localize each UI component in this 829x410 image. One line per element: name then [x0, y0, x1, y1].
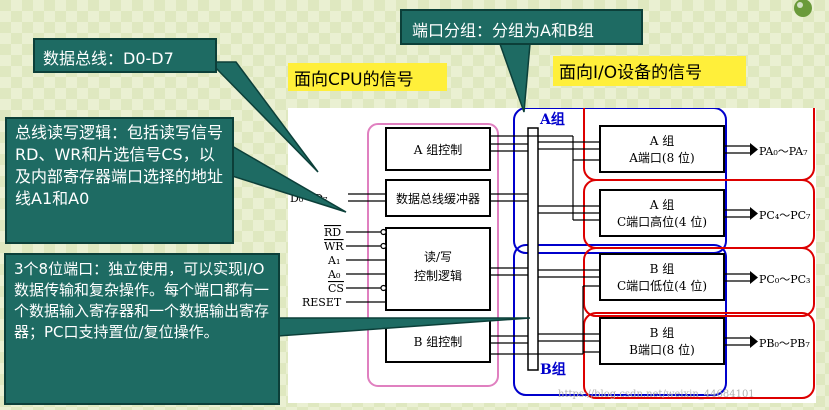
io-box-pb [583, 312, 815, 399]
port-cl-block [599, 253, 725, 301]
signal-rd: RD [324, 226, 341, 239]
signal-pcl: PC₀～PC₃ [759, 273, 810, 286]
port-a-label-2: A端口(8 位) [628, 150, 694, 165]
io-side-label: 面向I/O设备的信号 [553, 56, 746, 86]
signal-pch: PC₄～PC₇ [759, 209, 811, 222]
port-cl-label-1: B 组 [650, 262, 675, 276]
port-ch-label-1: A 组 [649, 198, 674, 212]
a-control-label: A 组控制 [413, 143, 462, 157]
callout-rw-logic: 总线读写逻辑：包括读写信号RD、WR和片选信号CS，以及内部寄存器端口选择的地址… [5, 117, 234, 244]
signal-cs: CS [328, 282, 344, 295]
port-b-label-1: B 组 [650, 326, 675, 340]
cpu-side-box [367, 123, 499, 387]
rw-logic-block [385, 227, 491, 311]
signal-pa: PA₀～PA₇ [759, 145, 808, 158]
rw-label-1: 读/写 [424, 250, 452, 264]
internal-bus [527, 127, 539, 371]
signal-a1: A₁ [327, 254, 340, 267]
port-a-block [599, 125, 725, 173]
diagram-area: A 组控制 数据总线缓冲器 读/写 控制逻辑 B 组控制 A 组 A端口(8 位… [288, 87, 816, 403]
cpu-side-label: 面向CPU的信号 [288, 63, 447, 91]
signal-reset: RESET [302, 296, 342, 309]
port-cl-label-2: C端口低位(4 位) [617, 278, 707, 293]
callout-port-group: 端口分组：分组为A和B组 [400, 9, 643, 45]
signal-wr: WR [324, 240, 344, 253]
signal-a0: A₀ [327, 268, 341, 281]
buffer-block [385, 179, 491, 217]
port-b-block [599, 317, 725, 365]
io-box-pcl [583, 247, 815, 317]
group-b-label: B组 [540, 361, 566, 378]
signal-data: D₀～D₇ [290, 192, 328, 205]
buffer-label: 数据总线缓冲器 [396, 191, 480, 206]
port-ch-label-2: C端口高位(4 位) [617, 214, 707, 229]
a-control-block [385, 127, 491, 171]
watermark: https://blog.csdn.net/weixin_44684101 [558, 389, 755, 400]
callout-ports: 3个8位端口：独立使用，可以实现I/O数据传输和复杂操作。每个端口都有一个数据输… [4, 253, 280, 405]
port-a-label-1: A 组 [649, 134, 674, 148]
port-ch-block [599, 189, 725, 237]
b-control-label: B 组控制 [414, 335, 463, 349]
group-a-label: A组 [539, 111, 565, 128]
block-diagram: A 组控制 数据总线缓冲器 读/写 控制逻辑 B 组控制 A 组 A端口(8 位… [290, 87, 815, 400]
port-b-label-2: B端口(8 位) [629, 342, 695, 357]
callout-data-bus: 数据总线：D0-D7 [33, 38, 217, 73]
signal-pb: PB₀～PB₇ [759, 337, 810, 350]
rw-label-2: 控制逻辑 [414, 269, 462, 283]
